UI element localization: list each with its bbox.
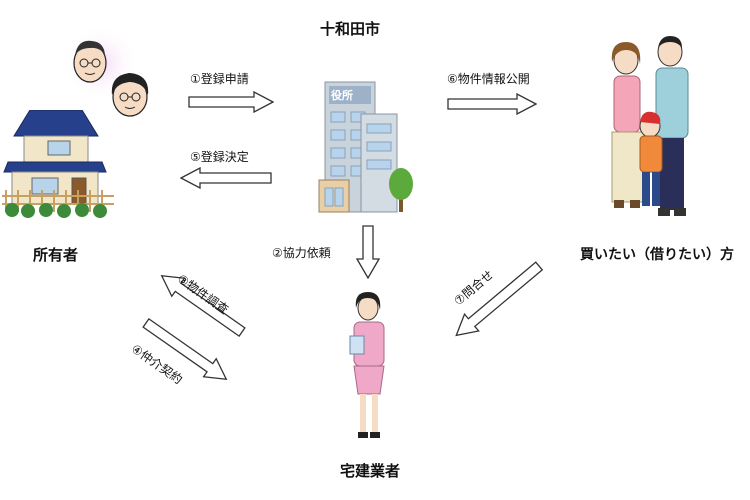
label-cooperation-request: ②協力依頼 (272, 246, 331, 260)
city-title: 十和田市 (320, 20, 381, 38)
buyer-title: 買いたい（借りたい）方 (580, 247, 734, 263)
label-info-publication: ⑥物件情報公開 (447, 72, 530, 86)
arrow-6-right (447, 93, 537, 115)
city-office-sign: 役所 (331, 89, 353, 102)
arrow-5-left (180, 167, 272, 189)
owner-title: 所有者 (33, 246, 79, 264)
owner-couple-illustration (60, 25, 180, 125)
arrow-7-diagonal (455, 260, 545, 340)
city-office-building (315, 80, 415, 215)
label-registration-application: ①登録申請 (190, 72, 249, 86)
arrow-4-diagonal (140, 315, 230, 385)
arrow-2-down (356, 225, 380, 279)
buyer-family-illustration (598, 32, 708, 222)
agent-illustration (340, 290, 400, 450)
label-registration-decision: ⑤登録決定 (190, 150, 249, 164)
agent-title: 宅建業者 (340, 462, 401, 480)
arrow-1-right (188, 91, 274, 113)
house-illustration (2, 110, 114, 218)
arrow-3-diagonal (160, 270, 250, 340)
